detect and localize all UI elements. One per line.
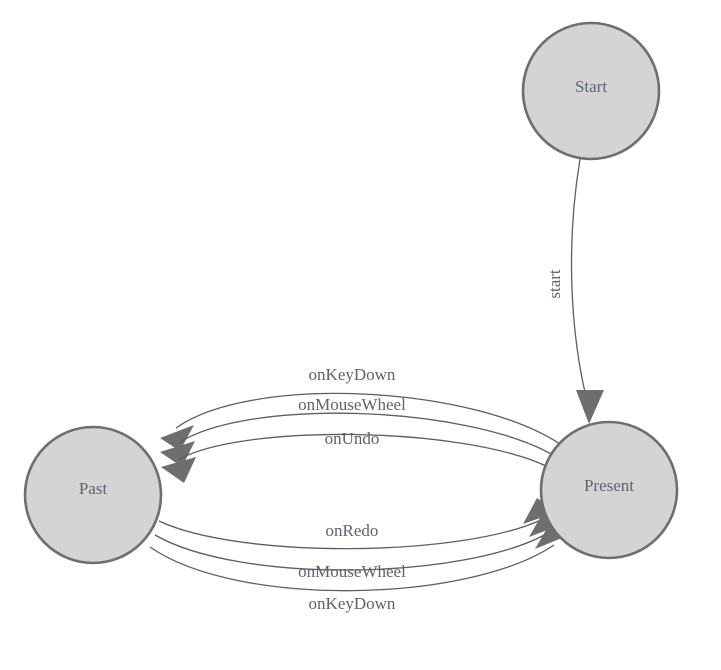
edge-present-to-past-onkeydown[interactable]: onKeyDown	[160, 365, 561, 451]
node-present-label: Present	[584, 476, 634, 495]
node-start[interactable]: Start	[521, 21, 661, 161]
edge-past-to-present-onkeydown-path	[149, 544, 555, 592]
node-past-circle	[23, 425, 163, 565]
edge-past-to-present-onkeydown[interactable]: onKeyDown	[149, 523, 569, 613]
edge-label-start: start	[545, 269, 564, 299]
edge-start-to-present-arrowhead	[576, 390, 604, 424]
node-present-circle	[539, 420, 679, 560]
edge-label-present-past-onmousewheel: onMouseWheel	[298, 395, 406, 414]
edge-present-to-past-onmousewheel[interactable]: onMouseWheel	[160, 395, 554, 467]
edge-past-to-present-onredo-path	[158, 519, 542, 550]
edge-past-to-present-onredo[interactable]: onRedo	[158, 498, 557, 550]
node-past[interactable]: Past	[23, 425, 163, 565]
edge-past-to-present-onkeydown-arrowhead	[535, 523, 569, 549]
edge-past-to-present-onredo-arrowhead	[523, 498, 557, 524]
edge-past-to-present-onmousewheel-path	[154, 532, 549, 571]
edge-present-to-past-onmousewheel-arrowhead	[160, 441, 195, 467]
edge-present-to-past-onkeydown-path	[175, 392, 561, 445]
edge-past-to-present-onmousewheel[interactable]: onMouseWheel	[154, 511, 563, 581]
edge-start-to-present[interactable]: start	[545, 158, 604, 424]
edge-present-to-past-onmousewheel-path	[176, 412, 554, 456]
edge-label-past-present-onkeydown: onKeyDown	[309, 594, 396, 613]
edge-present-to-past-onundo-path	[177, 433, 547, 467]
edge-start-to-present-path	[570, 158, 590, 410]
edge-past-to-present-onmousewheel-arrowhead	[529, 511, 563, 537]
node-present[interactable]: Present	[539, 420, 679, 560]
edge-present-to-past-onundo-arrowhead	[161, 457, 196, 483]
node-start-circle	[521, 21, 661, 161]
node-past-label: Past	[79, 479, 108, 498]
node-start-label: Start	[575, 77, 607, 96]
edge-present-to-past-onkeydown-arrowhead	[160, 425, 194, 451]
edge-label-present-past-onkeydown: onKeyDown	[309, 365, 396, 384]
edge-label-past-present-onmousewheel: onMouseWheel	[298, 562, 406, 581]
edge-label-past-present-onredo: onRedo	[326, 521, 379, 540]
edge-label-present-past-onundo: onUndo	[325, 429, 380, 448]
edge-present-to-past-onundo[interactable]: onUndo	[161, 429, 547, 483]
